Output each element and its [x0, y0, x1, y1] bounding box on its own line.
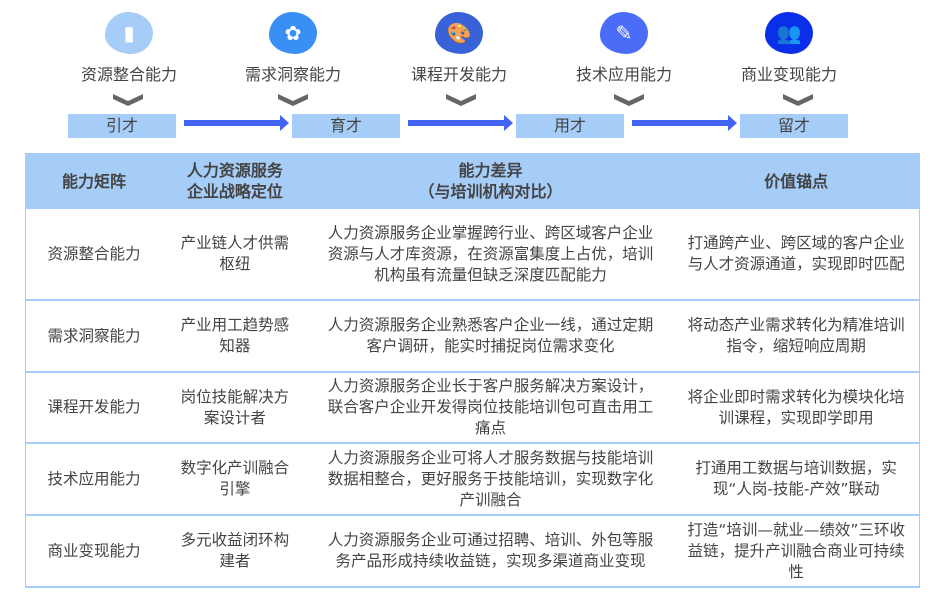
step-resource-integration: ▮ 资源整合能力 [64, 12, 194, 85]
cell-value: 将企业即时需求转化为模块化培训课程，实现即学即用 [687, 387, 905, 427]
stage-attract: 引才 [68, 114, 176, 138]
cell-capability: 资源整合能力 [47, 244, 141, 263]
arrow-right-icon [408, 115, 513, 131]
table-row: 课程开发能力 岗位技能解决方案设计者 人力资源服务企业长于客户服务解决方案设计，… [25, 372, 920, 444]
step-tech-application: ✎ 技术应用能力 [559, 12, 689, 85]
header-line: 企业战略定位 [186, 182, 283, 201]
cell-difference: 人力资源服务企业可通过招聘、培训、外包等服务产品形成持续收益链，实现多渠道商业变… [327, 531, 654, 570]
cell-position: 数字化产训融合引擎 [180, 459, 290, 498]
cell-difference: 人力资源服务企业熟悉客户企业一线，通过定期客户调研，能实时捕捉岗位需求变化 [327, 316, 654, 355]
header-line: 人力资源服务 [186, 161, 283, 180]
capability-table: 能力矩阵 人力资源服务企业战略定位 能力差异 （与培训机构对比） 价值锚点 资源整… [25, 153, 920, 588]
step-label: 课程开发能力 [410, 65, 507, 84]
step-demand-insight: ✿ 需求洞察能力 [228, 12, 358, 85]
cell-difference: 人力资源服务企业长于客户服务解决方案设计，联合客户企业开发得岗位技能培训包可直击… [327, 377, 654, 437]
cell-value: 打通跨产业、跨区域的客户企业与人才资源通道，实现即时匹配 [687, 234, 905, 273]
users-icon: 👥 [765, 12, 813, 54]
header-line: （与培训机构对比） [418, 182, 563, 201]
arrow-right-icon [184, 115, 289, 131]
cell-capability: 课程开发能力 [47, 398, 141, 416]
step-label: 商业变现能力 [740, 65, 837, 84]
flower-icon: ✿ [269, 12, 317, 54]
table-row: 需求洞察能力 产业用工趋势感知器 人力资源服务企业熟悉客户企业一线，通过定期客户… [25, 300, 920, 373]
chevron-down-icon [614, 94, 644, 106]
book-icon: ▮ [105, 12, 153, 54]
cell-position: 产业链人才供需枢纽 [180, 234, 290, 273]
cell-position: 岗位技能解决方案设计者 [180, 387, 290, 427]
header-value-anchor: 价值锚点 [673, 153, 920, 209]
header-capability-matrix: 能力矩阵 [25, 153, 163, 209]
cell-capability: 商业变现能力 [47, 541, 141, 560]
arrow-right-icon [632, 115, 737, 131]
table-row: 资源整合能力 产业链人才供需枢纽 人力资源服务企业掌握跨行业、跨区域客户企业资源… [25, 209, 920, 301]
palette-icon: 🎨 [435, 12, 483, 54]
cell-position: 多元收益闭环构建者 [180, 531, 290, 570]
cell-position: 产业用工趋势感知器 [180, 316, 290, 355]
chevron-down-icon [783, 94, 813, 106]
chevron-down-icon [278, 94, 308, 106]
step-commercial-monetization: 👥 商业变现能力 [724, 12, 854, 85]
cell-difference: 人力资源服务企业可将人才服务数据与技能培训数据相整合，更好服务于技能培训，实现数… [327, 448, 654, 509]
brush-icon: ✎ [600, 12, 648, 54]
step-course-development: 🎨 课程开发能力 [394, 12, 524, 85]
stage-utilize: 用才 [516, 114, 624, 138]
cell-value: 打造“培训—就业—绩效”三环收益链，提升产训融合商业可持续性 [687, 520, 905, 581]
stage-cultivate: 育才 [292, 114, 400, 138]
cell-value: 打通用工数据与培训数据，实现“人岗-技能-产效”联动 [695, 459, 897, 498]
header-line: 能力差异 [458, 161, 523, 180]
cell-capability: 技术应用能力 [47, 469, 141, 488]
cell-value: 将动态产业需求转化为精准培训指令，缩短响应周期 [687, 316, 905, 355]
header-strategic-position: 人力资源服务企业战略定位 [162, 153, 308, 209]
step-label: 需求洞察能力 [244, 65, 341, 84]
cell-capability: 需求洞察能力 [47, 326, 141, 345]
table-row: 商业变现能力 多元收益闭环构建者 人力资源服务企业可通过招聘、培训、外包等服务产… [25, 515, 920, 588]
stage-retain: 留才 [740, 114, 848, 138]
step-label: 技术应用能力 [575, 65, 672, 84]
cell-difference: 人力资源服务企业掌握跨行业、跨区域客户企业资源与人才库资源，在资源富集度上占优，… [327, 223, 654, 284]
table-header-row: 能力矩阵 人力资源服务企业战略定位 能力差异 （与培训机构对比） 价值锚点 [25, 153, 920, 209]
header-capability-difference: 能力差异 （与培训机构对比） [307, 153, 674, 209]
chevron-down-icon [113, 94, 143, 106]
table-row: 技术应用能力 数字化产训融合引擎 人力资源服务企业可将人才服务数据与技能培训数据… [25, 443, 920, 516]
step-label: 资源整合能力 [80, 65, 177, 84]
chevron-down-icon [446, 94, 476, 106]
